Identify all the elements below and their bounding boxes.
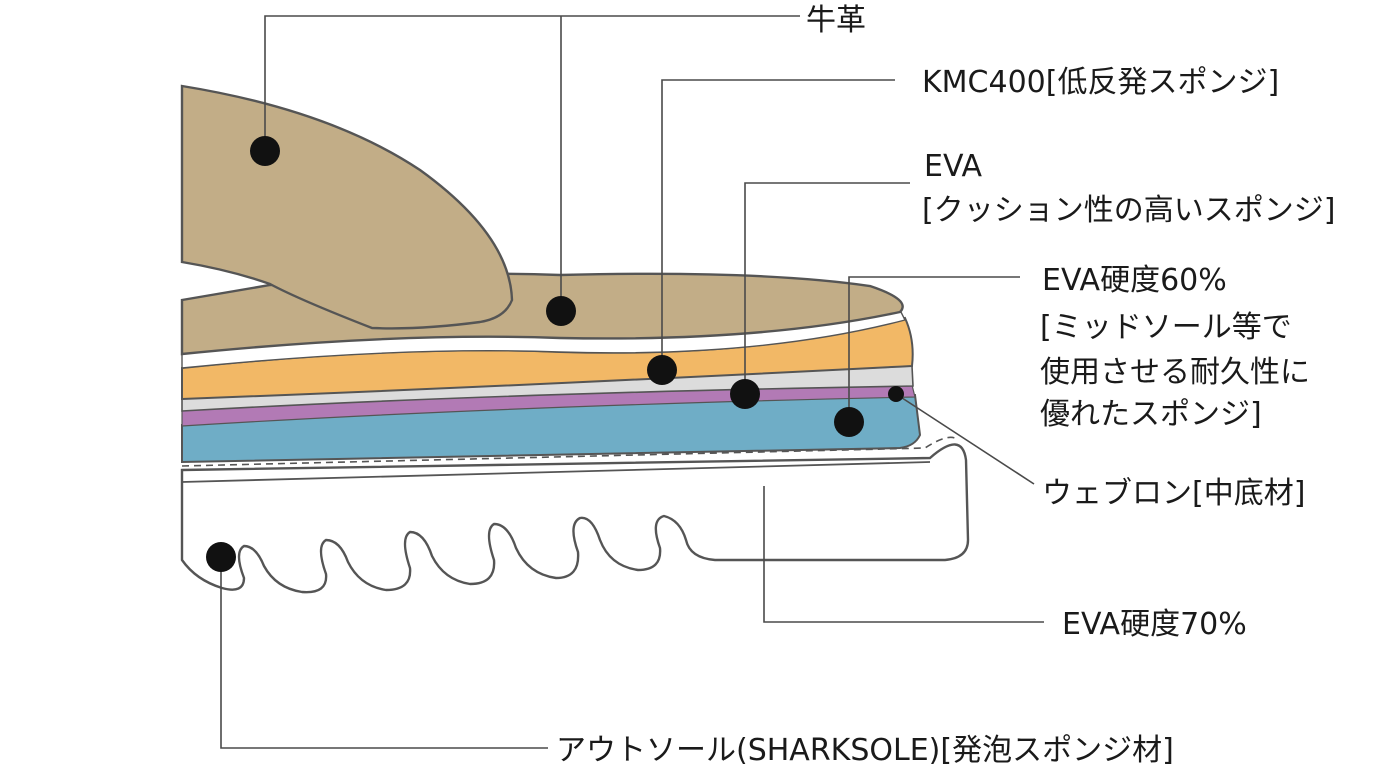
leader-eva70 (763, 486, 1044, 623)
label-leather: 牛革 (806, 3, 866, 38)
leader-eva (744, 182, 910, 394)
marker-dot-outsole (206, 542, 236, 572)
leader-kmc400 (661, 79, 895, 370)
label-webron: ウェブロン[中底材] (1042, 476, 1305, 511)
label-eva60-line2: [ミッドソール等で (1040, 310, 1292, 345)
marker-dot-webron (888, 386, 904, 402)
marker-dot-eva60 (834, 407, 864, 437)
label-eva-line1: EVA (924, 149, 983, 184)
label-eva60-line3: 使用させる耐久性に (1040, 355, 1310, 390)
leader-webron (895, 393, 1035, 485)
label-kmc400: KMC400[低反発スポンジ] (922, 65, 1279, 100)
marker-dot-kmc400 (647, 355, 677, 385)
marker-dot-leather-footbed (546, 296, 576, 326)
marker-dot-eva (730, 379, 760, 409)
leader-outsole (220, 557, 548, 749)
marker-dot-leather-strap (250, 136, 280, 166)
label-outsole: アウトソール(SHARKSOLE)[発泡スポンジ材] (556, 733, 1174, 767)
label-eva70: EVA硬度70% (1062, 607, 1247, 642)
label-eva60-line4: 優れたスポンジ] (1040, 397, 1262, 432)
label-eva-line2: [クッション性の高いスポンジ] (922, 193, 1335, 228)
leader-leather-1 (264, 15, 800, 150)
outsole-rim (181, 461, 931, 483)
leader-eva60 (848, 276, 1020, 421)
label-eva60-line1: EVA硬度60% (1042, 263, 1227, 298)
outsole-layer (180, 443, 970, 594)
